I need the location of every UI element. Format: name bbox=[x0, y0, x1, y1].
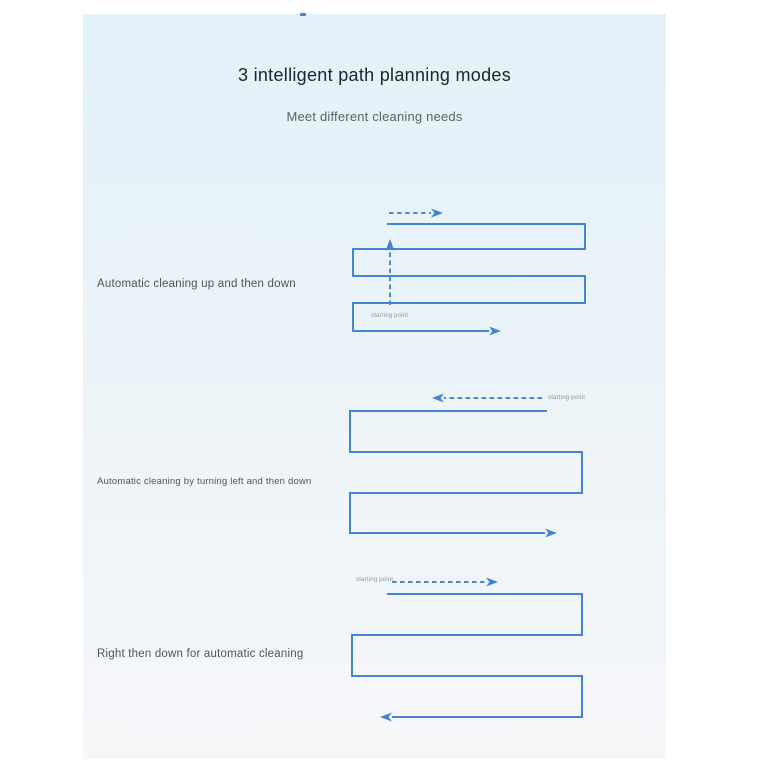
mode-3-label: Right then down for automatic cleaning bbox=[97, 648, 304, 660]
mode-2-serpentine-path-line bbox=[349, 410, 583, 534]
mode-2-starting-point-label: starting point bbox=[548, 395, 586, 401]
mode-1-start-direction-arrowhead-right-icon bbox=[431, 208, 443, 218]
mode-3-start-direction-arrowhead-right-icon bbox=[486, 577, 498, 587]
mode-1-exit-arrowhead-right-icon bbox=[489, 326, 501, 336]
mode-2-exit-arrowhead-right-icon bbox=[545, 528, 557, 538]
mode-3-starting-point-label: starting point bbox=[356, 577, 394, 583]
mode-3-exit-arrowhead-left-icon bbox=[380, 712, 392, 722]
mode-2-path-diagram bbox=[349, 393, 583, 538]
page-subtitle: Meet different cleaning needs bbox=[286, 109, 463, 124]
page-title: 3 intelligent path planning modes bbox=[237, 65, 512, 85]
mode-1-serpentine-path-line bbox=[352, 223, 586, 332]
mode-2-start-direction-arrowhead-left-icon bbox=[432, 393, 444, 403]
mode-1-up-arrowhead-icon bbox=[385, 239, 395, 251]
mode-3-serpentine-path-line bbox=[351, 593, 583, 718]
mode-3-path-diagram bbox=[351, 577, 583, 722]
mode-2-label: Automatic cleaning by turning left and t… bbox=[97, 476, 312, 487]
mode-1-path-diagram bbox=[352, 208, 586, 336]
mode-1-starting-point-label: starting point bbox=[371, 313, 409, 319]
mode-1-label: Automatic cleaning up and then down bbox=[97, 278, 296, 290]
cropped-top-dash-decoration bbox=[300, 13, 306, 16]
